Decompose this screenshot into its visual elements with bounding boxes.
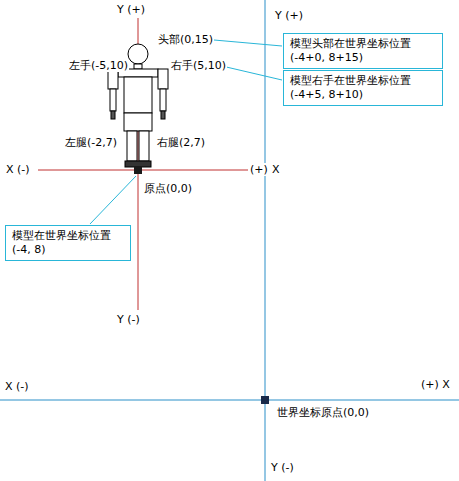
- leader-line: [90, 176, 136, 224]
- callout-text: 模型在世界坐标位置 (-4, 8): [12, 229, 124, 257]
- axis-label: 右手(5,10): [170, 59, 227, 72]
- axis-label: 右腿(2,7): [156, 136, 206, 149]
- leader-line: [214, 40, 282, 46]
- axis-label: (+) X: [420, 378, 451, 391]
- axis-label: X: [271, 163, 281, 176]
- axis-label: Y (-): [116, 313, 141, 326]
- callout-text: 模型头部在世界坐标位置 (-4+0, 8+15): [290, 37, 436, 65]
- world-y-axis: [265, 0, 266, 481]
- axis-label: Y (+): [116, 3, 146, 16]
- world-origin-marker: [261, 396, 269, 404]
- axis-label: X (-): [4, 380, 30, 393]
- callout-text: 模型右手在世界坐标位置 (-4+5, 8+10): [290, 74, 436, 102]
- leader-line: [222, 66, 282, 80]
- model-x-axis: [38, 170, 248, 171]
- axis-label: 原点(0,0): [143, 182, 193, 195]
- callout-box: 模型右手在世界坐标位置 (-4+5, 8+10): [283, 70, 443, 106]
- axis-label: 左腿(-2,7): [64, 136, 118, 149]
- callout-box: 模型头部在世界坐标位置 (-4+0, 8+15): [283, 33, 443, 69]
- axis-label: 头部(0,15): [157, 33, 214, 46]
- axis-label: 世界坐标原点(0,0): [276, 406, 370, 419]
- axis-label: X (-): [5, 163, 31, 176]
- axis-label: Y (+): [274, 9, 304, 22]
- world-x-axis: [0, 400, 459, 401]
- axis-label: Y (-): [270, 461, 295, 474]
- model-origin-marker: [134, 166, 142, 174]
- axis-label: (+): [249, 163, 269, 176]
- axis-label: 左手(-5,10): [68, 59, 129, 72]
- callout-box: 模型在世界坐标位置 (-4, 8): [5, 225, 131, 261]
